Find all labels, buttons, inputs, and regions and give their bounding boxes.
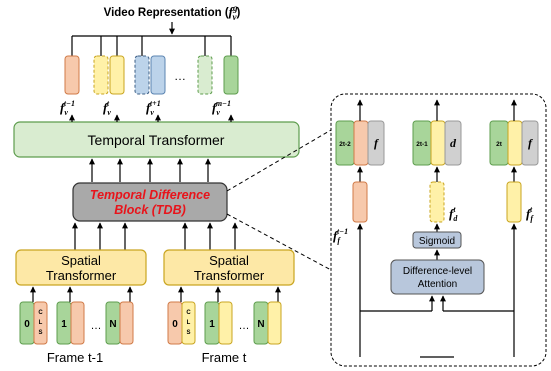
- cls-token: [181, 301, 196, 345]
- token-yellow: [109, 55, 125, 95]
- label-fd-t: fdt: [449, 205, 458, 223]
- spatial-transformer-left: [15, 249, 147, 286]
- feature-token: [430, 120, 446, 166]
- tt-output-arrows: [69, 114, 234, 122]
- output-group-2t-2: 2t-2 f: [335, 120, 385, 166]
- zoom-lines: [226, 129, 332, 271]
- patch-1-emb: [218, 301, 233, 345]
- output-tokens: …: [64, 55, 239, 95]
- type-label: f: [374, 136, 379, 150]
- frame-to-st-arrows: [30, 286, 281, 302]
- output-token-labels: fvt−1 fvt fvt+1 fvm−1: [60, 99, 231, 117]
- output-group-2t: 2t f: [489, 120, 539, 166]
- label-fv-m-1: fvm−1: [212, 99, 231, 117]
- spatial-left-line1: Spatial: [61, 253, 101, 268]
- frame-t-tokens: 0 C L S 1 … N: [167, 301, 282, 345]
- output-group-2t-1: 2t-1 d: [412, 120, 462, 166]
- cls-label-c: C: [186, 310, 191, 316]
- cls-label-s: S: [186, 330, 190, 336]
- frame-left-ellipsis: …: [91, 320, 102, 332]
- type-token: [444, 120, 462, 166]
- token-green-dashed: [197, 55, 213, 95]
- spatial-transformer-right: [163, 249, 295, 286]
- label-fv-t+1: fvt+1: [146, 99, 161, 117]
- tdb-label-line1: Temporal Difference: [90, 188, 210, 202]
- type-label: f: [528, 136, 533, 150]
- index-label: 2t: [496, 141, 503, 148]
- label-fv-t: fvt: [103, 99, 111, 117]
- tdb-box: [72, 182, 228, 222]
- tdb-to-tt-arrows: [89, 158, 211, 182]
- temporal-transformer-box: [13, 121, 300, 158]
- patch-n-label: N: [109, 319, 116, 330]
- label-ff-t-1: fft−1: [333, 227, 348, 245]
- detail-flow-lines: [357, 223, 517, 358]
- patch-0-label: 0: [172, 319, 178, 330]
- token-blue: [150, 55, 166, 95]
- index-label: 2t-2: [339, 141, 351, 148]
- type-token: [367, 120, 385, 166]
- type-token: [521, 120, 539, 166]
- cls-token: [33, 301, 48, 345]
- patch-n-emb: [267, 301, 282, 345]
- token-green: [223, 55, 239, 95]
- frame-right-ellipsis: …: [239, 320, 250, 332]
- attention-line1: Difference-level: [403, 266, 472, 277]
- st-to-tdb-arrows: [72, 222, 238, 250]
- cls-label-l: L: [39, 320, 43, 326]
- patch-1-emb: [70, 301, 85, 345]
- feature-to-group-arrows: [357, 166, 517, 182]
- index-label: 2t-1: [416, 141, 428, 148]
- sigmoid-box: [412, 231, 462, 249]
- sigmoid-label: Sigmoid: [419, 236, 455, 247]
- token-yellow-dashed: [93, 55, 109, 95]
- spatial-left-line2: Transformer: [46, 268, 117, 283]
- token-orange: [64, 55, 80, 95]
- feature-fd-t: [429, 181, 445, 223]
- frame-t-1-caption: Frame t-1: [47, 350, 103, 365]
- type-label: d: [450, 136, 457, 150]
- frame-t-1-tokens: 0 C L S 1 … N: [19, 301, 134, 345]
- label-fv-t-1: fvt−1: [60, 99, 75, 117]
- spatial-right-line1: Spatial: [209, 253, 249, 268]
- attention-line2: Attention: [418, 279, 457, 290]
- spatial-right-line2: Transformer: [194, 268, 265, 283]
- cls-label-l: L: [187, 320, 191, 326]
- patch-0-label: 0: [24, 319, 30, 330]
- top-ellipsis: …: [174, 69, 186, 83]
- token-blue-dashed: [134, 55, 150, 95]
- patch-n-emb: [119, 301, 134, 345]
- label-ff-t: fft: [526, 205, 534, 223]
- feature-ff-t: [506, 181, 522, 223]
- patch-1-label: 1: [209, 319, 215, 330]
- aggregation-bracket: [71, 22, 232, 56]
- tdb-label-line2: Block (TDB): [114, 203, 186, 217]
- patch-n-label: N: [257, 319, 264, 330]
- cls-label-s: S: [38, 330, 42, 336]
- feature-ff-t-1: [352, 181, 368, 223]
- group-output-arrows: [357, 99, 517, 121]
- frame-t-caption: Frame t: [202, 350, 247, 365]
- feature-token: [507, 120, 523, 166]
- cls-label-c: C: [38, 310, 43, 316]
- difference-attention-box: [390, 259, 485, 295]
- temporal-transformer-label: Temporal Transformer: [88, 132, 225, 148]
- feature-token: [353, 120, 369, 166]
- patch-1-label: 1: [61, 319, 67, 330]
- tdb-detail-panel: [330, 93, 547, 367]
